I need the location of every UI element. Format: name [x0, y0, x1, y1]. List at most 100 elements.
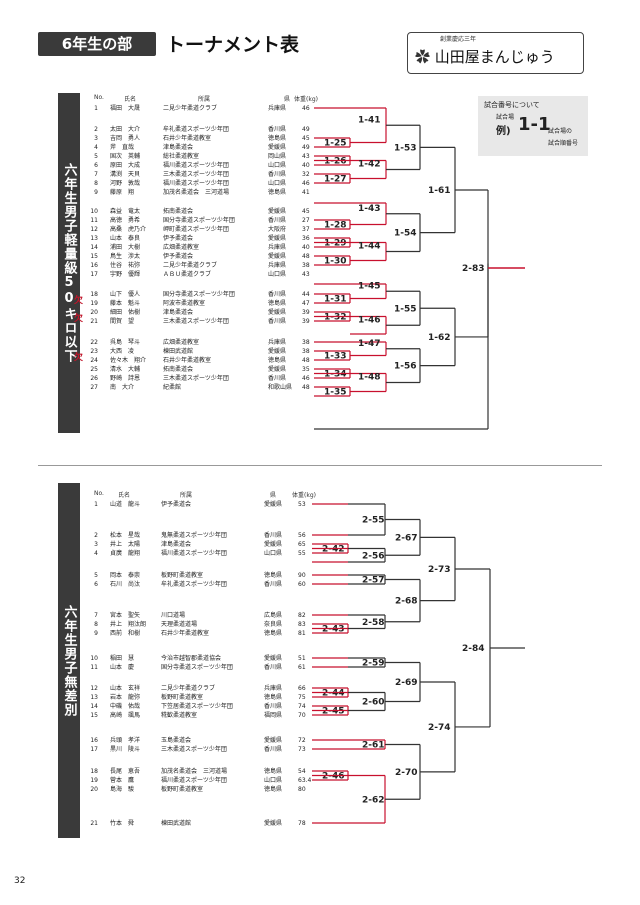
- col-weight: 体重(kg): [294, 96, 318, 103]
- entry-club: 棟田武道館: [163, 348, 194, 355]
- entry-weight: 74: [298, 703, 306, 710]
- entry-weight: 75: [298, 694, 306, 701]
- entry-name: 住谷 祐弥: [110, 262, 141, 269]
- entry-weight: 61: [298, 664, 306, 671]
- entry-no: 1: [94, 501, 98, 508]
- entry-pref: 山口県: [268, 180, 287, 187]
- entry-club: 津島柔道会: [161, 541, 192, 548]
- entry-name: 石川 尚汰: [110, 581, 141, 588]
- match-number: 1-47: [358, 339, 381, 349]
- absent-mark: 欠: [74, 353, 84, 363]
- entry-club: 伊予柔道会: [163, 235, 194, 242]
- entry-weight: 45: [302, 208, 310, 215]
- entry-pref: 和歌山県: [268, 384, 293, 391]
- entry-club: 拓南柔道会: [163, 366, 194, 373]
- entry-no: 18: [90, 768, 98, 775]
- entry-no: 11: [90, 664, 98, 671]
- entry-club: 牟礼柔道スポーツ少年団: [161, 581, 227, 588]
- entry-pref: 兵庫県: [268, 262, 287, 269]
- entry-no: 9: [94, 630, 98, 637]
- entry-name: 溝渕 天貝: [110, 171, 141, 178]
- entry-weight: 40: [302, 162, 310, 169]
- entry-no: 21: [90, 318, 98, 325]
- entry-club: 三木柔道スポーツ少年団: [163, 318, 229, 325]
- legend-order: 試合順番号: [548, 140, 579, 147]
- entry-no: 10: [90, 655, 98, 662]
- match-number: 1-31: [324, 295, 347, 305]
- match-number: 2-59: [362, 659, 385, 669]
- entry-pref: 愛媛県: [264, 737, 283, 744]
- entry-pref: 山口県: [268, 162, 287, 169]
- entry-weight: 48: [302, 253, 310, 260]
- entry-name: 長尾 恵吾: [110, 768, 141, 775]
- entry-club: 三木柔道スポーツ少年団: [161, 746, 227, 753]
- entry-name: 山本 玄祥: [110, 685, 141, 692]
- entry-weight: 90: [298, 572, 306, 579]
- entry-pref: 徳島県: [264, 572, 283, 579]
- match-number: 2-61: [362, 741, 385, 751]
- entry-no: 10: [90, 208, 98, 215]
- match-number: 2-84: [462, 644, 485, 654]
- entry-weight: 43: [302, 271, 310, 278]
- entry-weight: 47: [302, 300, 310, 307]
- entry-no: 6: [94, 581, 98, 588]
- entry-name: 大西 凌: [110, 348, 135, 355]
- entry-name: 藤本 魁斗: [110, 300, 141, 307]
- entry-no: 22: [90, 339, 98, 346]
- entry-name: 菅本 鷹: [110, 777, 135, 784]
- entry-weight: 55: [298, 550, 306, 557]
- entry-name: 斧 直哉: [110, 144, 135, 151]
- entry-club: ＡＢＵ柔道クラブ: [163, 271, 212, 278]
- entry-name: 井上 太陽: [110, 541, 141, 548]
- match-number: 2-46: [322, 772, 345, 782]
- entry-weight: 45: [302, 135, 310, 142]
- entry-no: 8: [94, 621, 98, 628]
- absent-mark: 欠: [74, 314, 84, 324]
- entry-club: 二見少年柔道クラブ: [163, 105, 218, 112]
- entry-weight: 49: [302, 126, 310, 133]
- entry-club: 石井少年柔道教室: [163, 357, 212, 364]
- legend-venue2: 試合場の: [548, 128, 573, 135]
- entry-no: 16: [90, 737, 98, 744]
- entry-pref: 山口県: [268, 271, 287, 278]
- entry-pref: 香川県: [264, 664, 283, 671]
- entry-name: 岡本 泰崇: [110, 572, 141, 579]
- match-number: 1-29: [324, 239, 347, 249]
- entry-no: 17: [90, 271, 98, 278]
- entry-club: 岬町柔道スポーツ少年団: [163, 226, 229, 233]
- entry-name: 高崎 颯馬: [110, 712, 141, 719]
- entry-no: 8: [94, 180, 98, 187]
- entry-weight: 81: [298, 630, 306, 637]
- entry-club: 二見少年柔道クラブ: [161, 685, 216, 692]
- match-number: 1-56: [394, 362, 417, 372]
- entry-weight: 39: [302, 318, 310, 325]
- entry-pref: 香川県: [268, 291, 287, 298]
- match-number: 2-83: [462, 264, 485, 274]
- entry-pref: 愛媛県: [268, 366, 287, 373]
- entry-no: 7: [94, 171, 98, 178]
- entry-pref: 兵庫県: [268, 105, 287, 112]
- entry-weight: 41: [302, 189, 310, 196]
- entry-name: 山道 龍斗: [110, 501, 141, 508]
- entry-pref: 愛媛県: [268, 309, 287, 316]
- match-number: 2-58: [362, 618, 385, 628]
- entry-no: 5: [94, 153, 98, 160]
- entry-pref: 福岡県: [264, 712, 283, 719]
- entry-pref: 香川県: [268, 375, 287, 382]
